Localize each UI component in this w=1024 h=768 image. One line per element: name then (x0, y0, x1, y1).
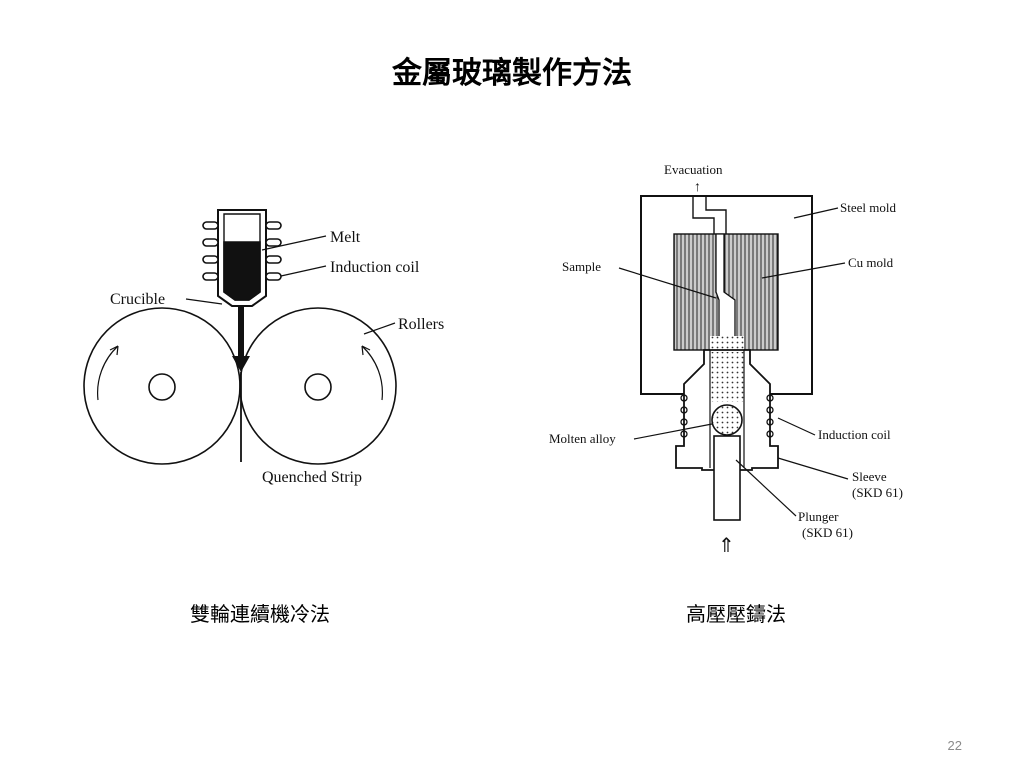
molten-alloy-label: Molten alloy (549, 431, 616, 446)
crucible-label: Crucible (110, 291, 165, 308)
melt (223, 241, 261, 301)
sample-label: Sample (562, 259, 601, 274)
induction-coil-label: Induction coil (330, 259, 420, 276)
sleeve-label: Sleeve (852, 469, 887, 484)
evacuation-channel (692, 196, 727, 234)
die-casting-diagram (618, 195, 849, 521)
steel-mold-label: Steel mold (840, 200, 896, 215)
slide-title: 金屬玻璃製作方法 (392, 56, 632, 91)
induction-coil-casting (680, 394, 774, 438)
evacuation-arrow: ↑ (694, 180, 701, 195)
plunger (713, 435, 741, 521)
left-roller-hub (148, 373, 176, 401)
push-arrow-icon: ⇑ (718, 535, 735, 557)
right-rotation-arrow (361, 345, 383, 401)
twin-roller-caption: 雙輪連續機冷法 (190, 602, 330, 626)
evacuation-label: Evacuation (664, 162, 723, 177)
die-casting-caption: 高壓壓鑄法 (686, 602, 786, 626)
die-casting-labels: Evacuation ↑ Steel mold Cu mold Sample M… (549, 162, 903, 557)
twin-roller-labels: Melt Induction coil Crucible Rollers Que… (110, 229, 444, 486)
left-roller (83, 307, 241, 465)
melt-puddle (232, 356, 250, 372)
crucible (217, 209, 267, 307)
induction-coil-casting-label: Induction coil (818, 427, 891, 442)
plunger-label: Plunger (798, 509, 839, 524)
right-roller-hub (304, 373, 332, 401)
sleeve-material-label: (SKD 61) (852, 485, 903, 500)
twin-roller-diagram (83, 209, 397, 465)
rollers-label: Rollers (398, 316, 444, 333)
induction-coil (202, 221, 282, 281)
melt-stream (238, 306, 244, 356)
melt-label: Melt (330, 229, 361, 246)
right-roller (239, 307, 397, 465)
cu-mold-label: Cu mold (848, 255, 894, 270)
plunger-material-label: (SKD 61) (802, 525, 853, 540)
page-number: 22 (947, 738, 962, 753)
molten-alloy (711, 404, 743, 436)
left-rotation-arrow (97, 345, 119, 401)
quenched-strip-label: Quenched Strip (262, 469, 362, 486)
